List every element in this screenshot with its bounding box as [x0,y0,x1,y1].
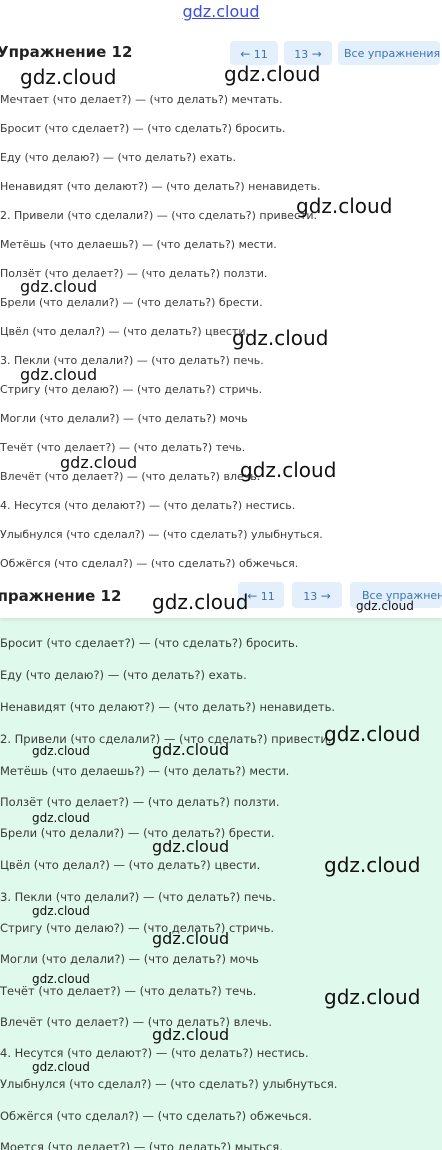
answer-line: 2. Привели (что сделали?) — (что сделать… [0,209,318,222]
answer-line: Бросит (что сделает?) — (что сделать?) б… [0,122,286,135]
watermark: gdz.cloud [324,722,421,746]
prev-exercise-button[interactable]: ← 11 [230,41,278,65]
watermark: gdz.cloud [152,740,230,759]
answer-line: Брели (что делали?) — (что делать?) брес… [0,826,275,840]
site-logo[interactable]: gdz.cloud [182,2,260,21]
watermark: gdz.cloud [60,453,138,472]
answer-line: 3. Пекли (что делали?) — (что делать?) п… [0,890,276,904]
answer-line: Стригу (что делаю?) — (что делать?) стри… [0,921,275,935]
next-exercise-label: 13 [303,590,318,603]
arrow-right-icon: → [320,589,331,603]
watermark: gdz.cloud [20,277,98,296]
answer-line: 4. Несутся (что делают?) — (что делать?)… [0,499,296,512]
answer-line: Могли (что делали?) — (что делать?) мочь [0,412,248,425]
arrow-left-icon: ← [247,589,258,603]
answer-line: Еду (что делаю?) — (что делать?) ехать. [0,668,247,682]
answer-line: Моется (что делает?) — (что делать?) мыт… [0,1140,283,1150]
answer-line: Метёшь (что делаешь?) — (что делать?) ме… [0,764,290,778]
prev-exercise-label: 11 [260,590,275,603]
answer-line: Еду (что делаю?) — (что делать?) ехать. [0,151,237,164]
exercise-panel-top: Упражнение 12 ← 11 13 → Все упражнения М… [0,30,442,568]
answer-line: 4. Несутся (что делают?) — (что делать?)… [0,1046,309,1060]
answer-line: Ненавидят (что делают?) — (что делать?) … [0,700,336,714]
answer-line: Влечёт (что делает?) — (что делать?) вле… [0,1015,273,1029]
answer-line: Ненавидят (что делают?) — (что делать?) … [0,180,321,193]
next-exercise-button[interactable]: 13 → [284,41,332,65]
watermark: gdz.cloud [32,904,90,918]
answer-line: Ползёт (что делает?) — (что делать?) пол… [0,267,268,280]
arrow-right-icon: → [311,47,322,61]
watermark: gdz.cloud [152,590,249,614]
answer-line: Цвёл (что делал?) — (что делать?) цвести… [0,858,261,872]
answer-line: Мечтает (что делает?) — (что делать?) ме… [0,93,283,106]
watermark: gdz.cloud [296,194,393,218]
answer-line: Брели (что делали?) — (что делать?) брес… [0,296,263,309]
answer-line: Обжёгся (что сделал?) — (что сделать?) о… [0,557,299,568]
watermark: gdz.cloud [32,744,90,758]
watermark: gdz.cloud [356,599,414,613]
arrow-left-icon: ← [240,47,251,61]
answer-line: Течёт (что делает?) — (что делать?) течь… [0,441,246,454]
answer-line: Метёшь (что делаешь?) — (что делать?) ме… [0,238,277,251]
all-exercises-button[interactable]: Все упражнения [350,582,442,608]
exercise-title: Упражнение 12 [0,43,133,61]
watermark: gdz.cloud [232,326,329,350]
watermark: gdz.cloud [152,929,230,948]
prev-exercise-label: 11 [253,48,268,61]
watermark: gdz.cloud [32,972,90,986]
watermark: gdz.cloud [224,62,321,86]
watermark: gdz.cloud [32,1060,90,1074]
answer-line: 3. Пекли (что делали?) — (что делать?) п… [0,354,264,367]
watermark: gdz.cloud [324,985,421,1009]
next-exercise-label: 13 [294,48,309,61]
all-exercises-button[interactable]: Все упражнения [338,41,440,65]
answer-line: Влечёт (что делает?) — (что делать?) вле… [0,470,261,483]
answer-line: Ползёт (что делает?) — (что делать?) пол… [0,795,280,809]
answer-line: 2. Привели (что сделали?) — (что сделать… [0,732,332,746]
exercise-panel-solution: Упражнение 12 ← 11 13 → Все упражнения Б… [0,578,442,1150]
answer-line: Стригу (что делаю?) — (что делать?) стри… [0,383,263,396]
watermark: gdz.cloud [32,811,90,825]
watermark: gdz.cloud [152,1025,230,1044]
answer-line: Могли (что делали?) — (что делать?) мочь [0,952,259,966]
next-exercise-button[interactable]: 13 → [292,582,342,608]
answer-line: Цвёл (что делал?) — (что делать?) цвести… [0,325,249,338]
exercise-title: Упражнение 12 [0,587,122,605]
answer-line: Улыбнулся (что сделал?) — (что сделать?)… [0,528,323,541]
watermark: gdz.cloud [324,853,421,877]
watermark: gdz.cloud [152,837,230,856]
answer-line: Бросит (что сделает?) — (что сделать?) б… [0,636,299,650]
exercise-header: Упражнение 12 ← 11 13 → Все упражнения [0,578,442,618]
prev-exercise-button[interactable]: ← 11 [238,582,284,608]
watermark: gdz.cloud [240,458,337,482]
answer-line: Течёт (что делает?) — (что делать?) течь… [0,984,257,998]
watermark: gdz.cloud [20,65,117,89]
watermark: gdz.cloud [20,365,98,384]
answer-line: Улыбнулся (что сделал?) — (что сделать?)… [0,1077,338,1091]
answer-line: Обжёгся (что сделал?) — (что сделать?) о… [0,1109,312,1123]
